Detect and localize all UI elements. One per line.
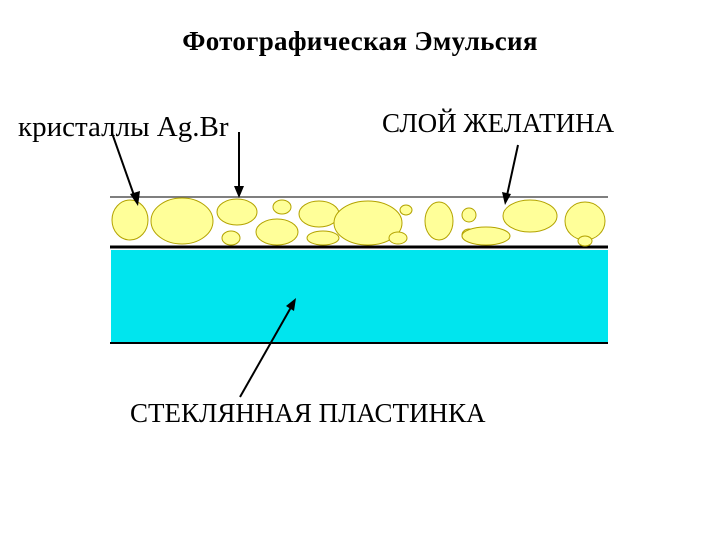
arrow-gelatin — [506, 145, 518, 200]
glass-plate — [111, 250, 608, 343]
arrowhead — [502, 192, 511, 205]
crystal — [565, 202, 605, 240]
crystal — [503, 200, 557, 232]
crystals-group — [112, 198, 605, 246]
crystal — [389, 232, 407, 244]
crystal — [462, 227, 510, 245]
crystal — [425, 202, 453, 240]
crystal — [578, 236, 592, 246]
crystal — [273, 200, 291, 214]
crystal — [222, 231, 240, 245]
crystal — [462, 208, 476, 222]
crystal — [256, 219, 298, 245]
crystal — [151, 198, 213, 244]
crystal — [112, 200, 148, 240]
crystal — [307, 231, 339, 245]
arrow-crystals-left — [112, 133, 136, 201]
arrowhead — [234, 186, 244, 198]
crystal — [217, 199, 257, 225]
crystal — [400, 205, 412, 215]
crystal — [299, 201, 339, 227]
